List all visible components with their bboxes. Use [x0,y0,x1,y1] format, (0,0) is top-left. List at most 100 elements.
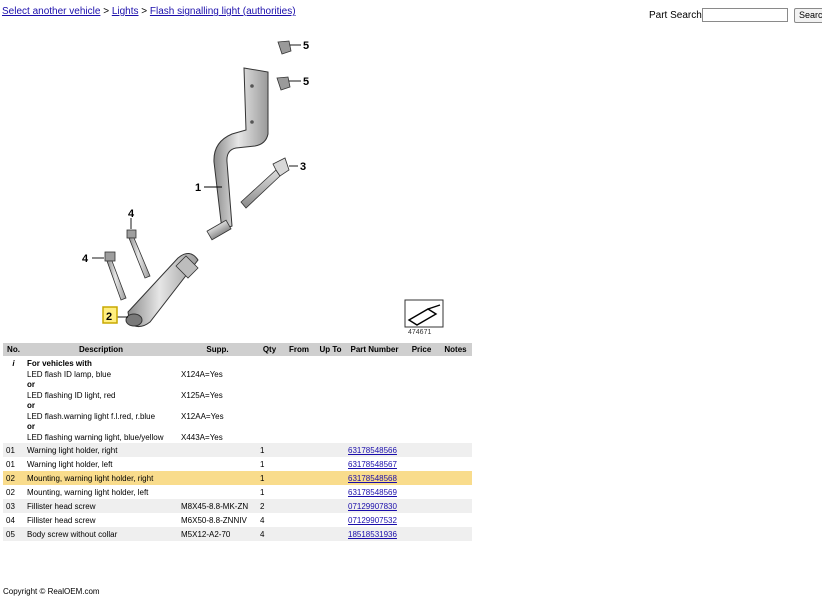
part-number-link[interactable]: 07129907532 [348,515,397,525]
row-from [282,443,316,457]
row-price [404,499,439,513]
breadcrumb-select-vehicle[interactable]: Select another vehicle [2,6,101,17]
row-from [282,471,316,485]
row-notes [439,527,472,541]
row-from [282,527,316,541]
note-supp-line [181,422,254,433]
callout-5[interactable]: 5 [303,40,309,52]
row-part-number: 18518531936 [345,527,404,541]
row-no: 04 [6,515,15,525]
row-notes [439,513,472,527]
screw-part-4-lower [104,251,127,301]
row-supp [178,457,257,471]
note-line: or [27,422,35,431]
header-part-number: Part Number [345,343,404,356]
part-number-link[interactable]: 63178548569 [348,487,397,497]
row-notes [439,457,472,471]
callout-4[interactable]: 4 [82,253,89,265]
row-supp [178,443,257,457]
parts-table: No. Description Supp. Qty From Up To Par… [3,343,472,541]
row-description: Body screw without collar [24,527,178,541]
part-number-link[interactable]: 63178548568 [348,473,397,483]
figure-id: 474671 [408,329,432,336]
part-number-link[interactable]: 63178548566 [348,445,397,455]
row-no: 01 [6,459,15,469]
row-supp [178,471,257,485]
callout-3[interactable]: 3 [300,161,306,173]
row-description: Warning light holder, left [27,459,113,469]
search-button[interactable]: Search [794,8,822,23]
row-description: Fillister head screw [24,499,178,513]
part-number-link[interactable]: 18518531936 [348,529,397,539]
row-no: 02 [6,487,15,497]
row-no: 01 [3,443,24,457]
header-qty: Qty [257,343,282,356]
part-search-input[interactable] [702,8,788,22]
breadcrumb-lights[interactable]: Lights [111,6,139,17]
note-line: or [27,401,35,410]
row-qty: 1 [257,471,282,485]
screw-part-5-upper [277,40,292,55]
row-supp: M5X12-A2-70 [178,527,257,541]
breadcrumb-flash-signalling-light[interactable]: Flash signalling light (authorities) [149,6,296,17]
row-qty: 2 [257,499,282,513]
note-supp-line: X12AA=Yes [181,411,224,421]
row-up-to [316,485,345,499]
part-number-link[interactable]: 07129907830 [348,501,397,511]
screw-part-5-lower [276,76,291,91]
row-qty: 1 [257,443,282,457]
callout-1[interactable]: 1 [195,182,201,194]
note-line: LED flashing ID light, red [27,390,116,400]
row-description: Fillister head screw [27,515,96,525]
parts-diagram: 5 5 3 1 4 4 2 [82,40,444,328]
figure-thumbnail-icon[interactable] [404,299,444,328]
row-from [282,499,316,513]
row-price [404,485,439,499]
note-line: or [27,380,35,389]
note-line: For vehicles with [27,359,92,368]
part-number-link[interactable]: 63178548567 [348,459,397,469]
callout-4[interactable]: 4 [128,208,135,220]
row-supp: M6X50-8.8-ZNNIV [181,515,247,525]
copyright: Copyright © RealOEM.com [3,587,100,596]
row-no: 03 [3,499,24,513]
callout-2[interactable]: 2 [106,311,112,323]
row-supp [178,485,257,499]
header-description: Description [24,343,178,356]
row-price [404,527,439,541]
header-no: No. [3,343,24,356]
row-price [404,457,439,471]
row-notes [439,485,472,499]
row-notes [439,443,472,457]
row-qty: 4 [257,527,282,541]
breadcrumb-separator: > [141,6,148,17]
table-row: 02 Mounting, warning light holder, left 1 6… [3,485,472,499]
row-supp: M8X45-8.8-MK-ZN [178,499,257,513]
row-up-to [316,443,345,457]
breadcrumb-separator: > [103,6,110,17]
callout-5[interactable]: 5 [303,76,309,88]
warning-light-holder-part [206,67,269,241]
row-price [404,443,439,457]
leader-lines [92,44,301,318]
row-part-number: 63178548566 [345,443,404,457]
row-up-to [316,499,345,513]
row-qty: 1 [260,487,265,497]
note-line: LED flashing warning light, blue/yellow [27,432,164,442]
header-price: Price [404,343,439,356]
row-from [282,457,316,471]
row-notes [439,471,472,485]
row-no: 02 [3,471,24,485]
row-part-number: 07129907830 [345,499,404,513]
row-description: Mounting, warning light holder, left [27,487,149,497]
note-supp-line [181,380,254,391]
row-up-to [316,513,345,527]
row-up-to [316,457,345,471]
